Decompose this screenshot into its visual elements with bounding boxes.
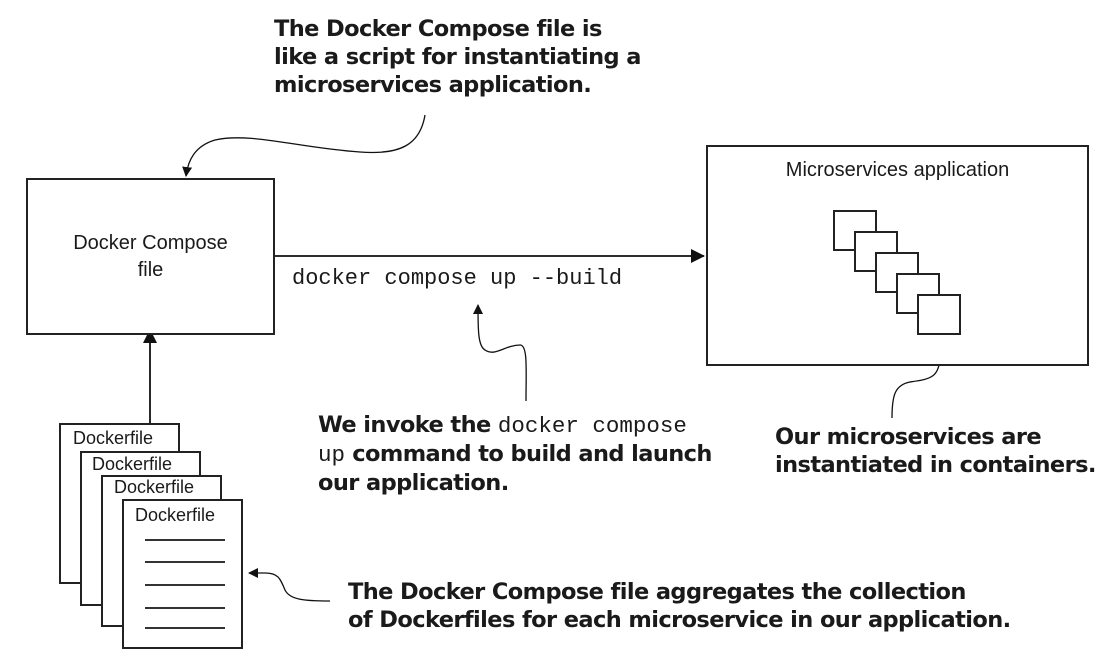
dockerfile-label: Dockerfile <box>73 428 154 448</box>
doc-line <box>145 627 225 629</box>
callout-line: microservices application. <box>274 72 592 98</box>
container-box <box>917 294 961 335</box>
callout-line: The Docker Compose file is <box>274 16 602 42</box>
dockerfile-label: Dockerfile <box>114 477 195 497</box>
docker-compose-file-box: Docker Compose file <box>26 178 275 335</box>
callout-line: Our microservices are <box>775 424 1042 450</box>
callout-line: of Dockerfiles for each microservice in … <box>348 607 1011 633</box>
invoke-callout-leader <box>473 304 527 402</box>
callout-line: instantiated in containers. <box>775 452 1096 478</box>
inline-code: up <box>318 442 346 468</box>
doc-line <box>145 561 225 563</box>
compose-box-line: file <box>137 259 164 281</box>
microservices-application-box: Microservices application <box>706 145 1089 366</box>
compose-script-callout: The Docker Compose file is like a script… <box>274 15 641 99</box>
app-box-title: Microservices application <box>785 159 1010 181</box>
compose-box-line: Docker Compose <box>73 232 228 254</box>
callout-text: We invoke the <box>318 412 498 438</box>
compose-box-label: Docker Compose file <box>28 230 273 284</box>
doc-line <box>145 607 225 609</box>
containers-callout: Our microservices are instantiated in co… <box>775 423 1096 479</box>
dockerfile-doc-front: Dockerfile <box>122 499 243 649</box>
doc-line <box>145 539 225 541</box>
doc-line <box>145 584 225 586</box>
dockerfile-label: Dockerfile <box>92 454 173 474</box>
callout-line: We invoke the docker compose <box>318 411 712 440</box>
callout-line: like a script for instantiating a <box>274 44 641 70</box>
invoke-callout: We invoke the docker compose up command … <box>318 411 712 497</box>
dockerfile-label: Dockerfile <box>135 505 216 525</box>
build-command: docker compose up --build <box>292 266 623 291</box>
callout-line: The Docker Compose file aggregates the c… <box>348 579 966 605</box>
aggregates-callout: The Docker Compose file aggregates the c… <box>348 578 1011 634</box>
callout-text: command to build and launch <box>345 441 712 467</box>
compose-callout-leader <box>182 114 426 177</box>
callout-line: up command to build and launch <box>318 440 712 469</box>
aggregates-callout-leader <box>248 568 331 602</box>
callout-line: our application. <box>318 470 509 496</box>
inline-code: docker compose <box>497 413 687 439</box>
